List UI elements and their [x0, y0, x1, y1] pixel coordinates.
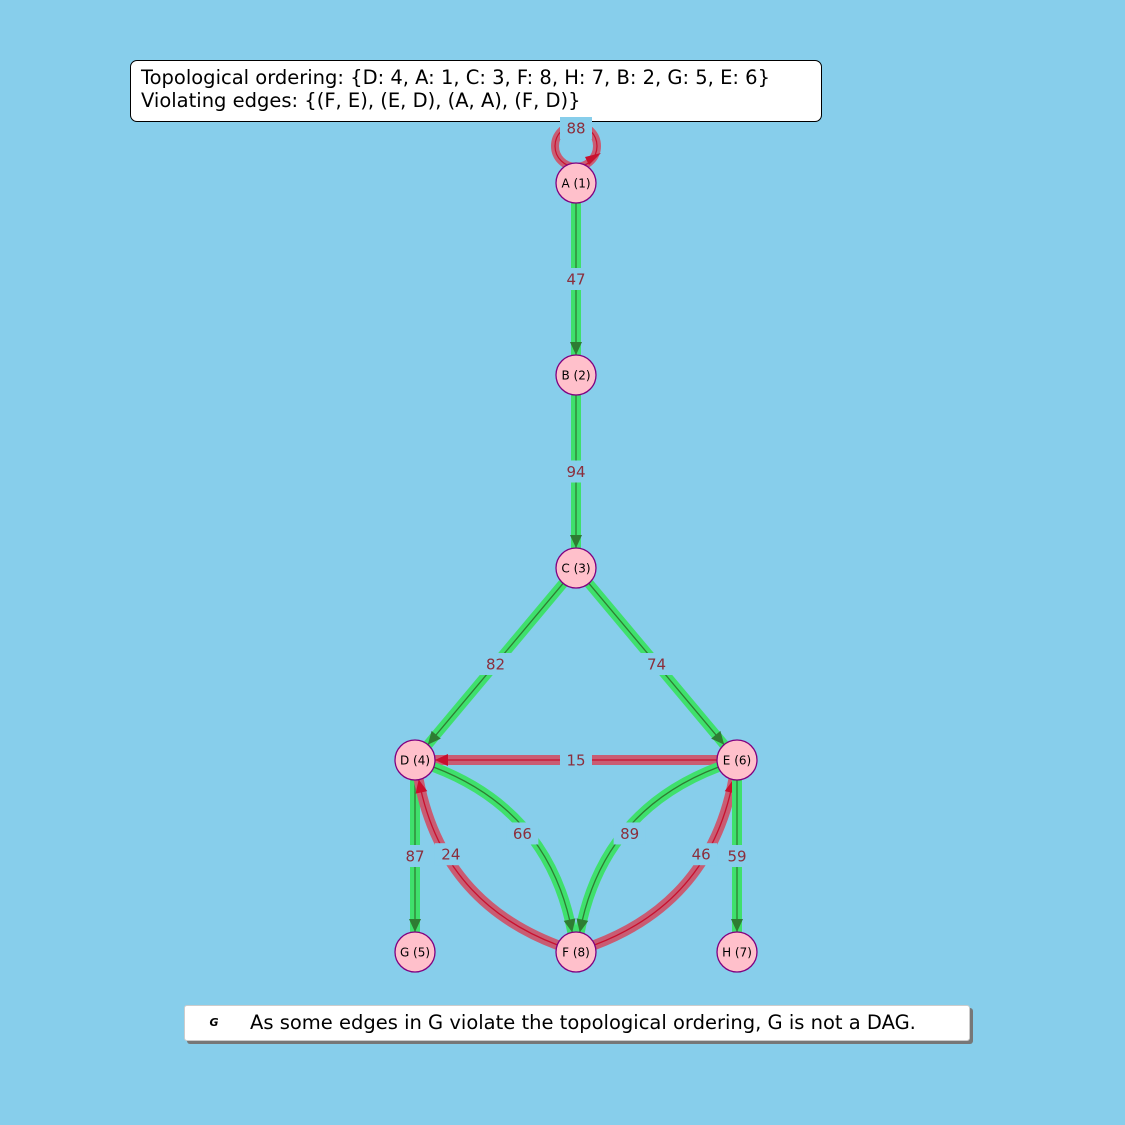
- node-G-circle: [394, 931, 436, 973]
- edge-weight-A-A-text: 88: [566, 120, 585, 138]
- node-E-label: E (6): [723, 754, 751, 768]
- edge-weight-B-C-text: 94: [566, 463, 585, 481]
- violating-edges-text: Violating edges: {(F, E), (E, D), (A, A)…: [141, 89, 581, 112]
- node-F-label: F (8): [562, 946, 590, 960]
- edge-weight-A-B: 47: [560, 268, 592, 290]
- edge-D-G-arrowhead: [409, 919, 421, 932]
- node-A-circle: [555, 162, 597, 204]
- node-C-circle: [555, 547, 597, 589]
- node-D-label: D (4): [400, 754, 430, 768]
- dag-conclusion-legend: G As some edges in G violate the topolog…: [184, 1005, 970, 1041]
- edge-weight-A-A: 88: [560, 117, 592, 139]
- node-G: G (5): [394, 931, 436, 973]
- topological-ordering-text: Topological ordering: {D: 4, A: 1, C: 3,…: [141, 66, 770, 89]
- edge-F-D: [413, 778, 560, 950]
- node-A-label: A (1): [561, 177, 590, 191]
- edge-F-E-line: [594, 779, 734, 946]
- edge-A-A-arrowhead: [585, 153, 601, 165]
- edge-weight-A-A-bg: [560, 117, 592, 139]
- node-H-label: H (7): [722, 946, 752, 960]
- edge-C-E-arrowhead: [711, 730, 725, 745]
- edge-weight-A-B-text: 47: [566, 271, 585, 289]
- edge-C-D-arrowhead: [427, 730, 441, 745]
- edge-weight-E-D-bg: [560, 749, 592, 771]
- edge-weight-C-E-text: 74: [647, 656, 666, 674]
- edge-weight-A-B-bg: [560, 268, 592, 290]
- edge-E-H-arrowhead: [731, 919, 743, 932]
- edge-weight-C-E-bg: [640, 653, 673, 675]
- node-C: C (3): [555, 547, 597, 589]
- edge-weight-E-D-text: 15: [566, 752, 585, 770]
- node-H: H (7): [716, 931, 758, 973]
- node-B-label: B (2): [561, 369, 590, 383]
- edge-weight-E-H-text: 59: [727, 848, 746, 866]
- node-B-circle: [555, 354, 597, 396]
- edge-weight-E-F-text: 89: [620, 825, 639, 843]
- node-D: D (4): [394, 739, 436, 781]
- graph-symbol: G: [209, 1016, 219, 1029]
- edge-weight-E-F-bg: [613, 822, 646, 845]
- edge-weight-D-G: 87: [399, 845, 431, 867]
- edge-weight-D-F-bg: [506, 822, 539, 845]
- edge-weight-F-D-bg: [434, 843, 467, 866]
- node-F-circle: [555, 931, 597, 973]
- edge-weight-F-D-text: 24: [441, 846, 460, 864]
- node-A: A (1): [555, 162, 597, 204]
- edge-weight-E-H: 59: [721, 845, 753, 867]
- edge-B-C-arrowhead: [570, 535, 582, 548]
- edge-weight-F-D: 24: [434, 843, 467, 866]
- edge-weight-D-G-bg: [399, 845, 431, 867]
- node-H-circle: [716, 931, 758, 973]
- edge-weight-C-D-text: 82: [486, 656, 505, 674]
- edge-weight-D-F-text: 66: [513, 825, 532, 843]
- edge-D-F-arrowhead: [563, 918, 576, 933]
- edge-weight-D-F: 66: [506, 822, 539, 845]
- node-G-label: G (5): [400, 946, 430, 960]
- edge-E-F-arrowhead: [576, 918, 589, 933]
- edge-weight-D-G-text: 87: [405, 848, 424, 866]
- edge-weight-C-E: 74: [640, 653, 673, 675]
- edge-E-D-arrowhead: [435, 754, 448, 766]
- node-D-circle: [394, 739, 436, 781]
- edge-weight-F-E-bg: [685, 843, 718, 866]
- edge-F-D-line: [418, 779, 558, 946]
- edge-weight-B-C: 94: [560, 460, 592, 483]
- node-C-label: C (3): [561, 562, 590, 576]
- edge-F-D-arrowhead: [415, 779, 428, 794]
- dag-conclusion-text: As some edges in G violate the topologic…: [250, 1011, 916, 1034]
- edge-weight-B-C-bg: [560, 460, 592, 483]
- node-E-circle: [716, 739, 758, 781]
- edge-A-B-arrowhead: [570, 342, 582, 355]
- edge-weight-C-D-bg: [479, 653, 512, 675]
- edge-weight-F-E: 46: [685, 843, 718, 866]
- edge-weight-C-D: 82: [479, 653, 512, 675]
- edge-weight-F-E-text: 46: [692, 846, 711, 864]
- node-F: F (8): [555, 931, 597, 973]
- edge-weight-E-D: 15: [560, 749, 592, 771]
- edge-weight-E-H-bg: [721, 845, 753, 867]
- node-E: E (6): [716, 739, 758, 781]
- topological-info-box: Topological ordering: {D: 4, A: 1, C: 3,…: [130, 60, 822, 122]
- edge-weight-E-F: 89: [613, 822, 646, 845]
- node-B: B (2): [555, 354, 597, 396]
